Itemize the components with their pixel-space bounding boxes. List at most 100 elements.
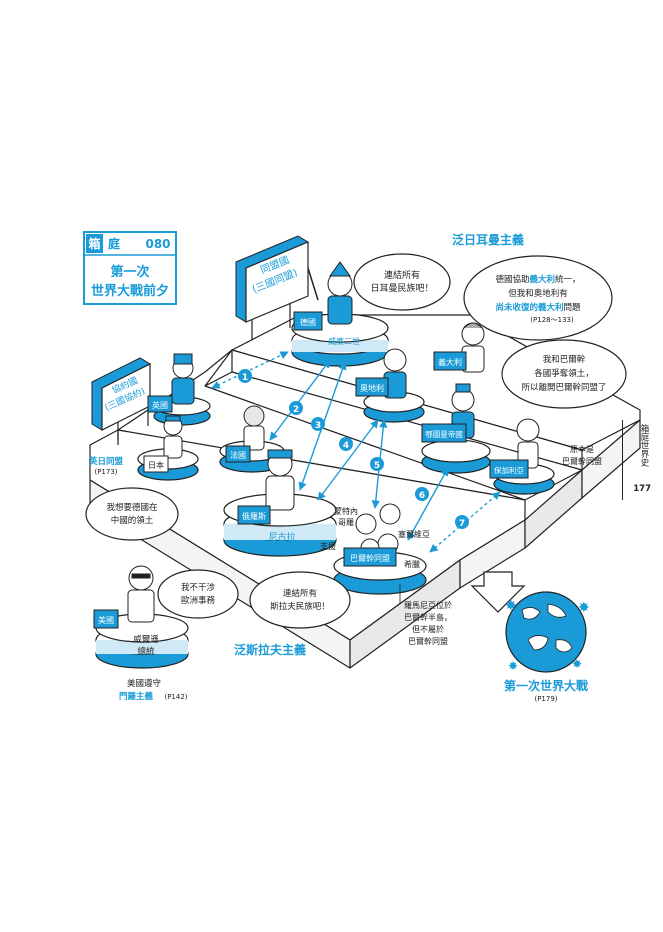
label-anglo-japanese-ref: (P173) xyxy=(94,468,117,476)
label-usa: 美國 xyxy=(98,615,114,625)
flag-usa: 美國 xyxy=(93,609,119,629)
note-monroe-2: 門羅主義 xyxy=(119,691,154,702)
bubble-italy: 德國協助義大利統一， 但我和奧地利有 尚未收復的義大利問題 (P128～133) xyxy=(463,255,613,341)
note-monroe-ref: (P142) xyxy=(164,693,187,701)
figure-nicholas xyxy=(265,449,295,511)
label-bulgaria: 保加利亞 xyxy=(494,465,524,475)
bubble-italy-1: 德國協助 xyxy=(495,274,529,285)
page-number: 177 xyxy=(633,484,651,494)
label-montenegro-1: 蒙特內 xyxy=(334,506,358,516)
note-romania-3: 但不屬於 xyxy=(412,624,444,634)
flag-ottoman: 鄂圖曼帝國 xyxy=(421,423,467,443)
label-anglo-japanese: 英日同盟 xyxy=(88,456,124,467)
pedestal-germany xyxy=(291,313,389,367)
label-montenegro-2: 哥羅 xyxy=(338,518,354,527)
relation-number-4: 4 xyxy=(343,441,349,451)
figure-japan xyxy=(163,415,183,459)
header-label-1: 箱 xyxy=(88,236,100,251)
side-title: 箱庭世界史 xyxy=(639,424,649,467)
label-nicholas-1: 尼古拉 xyxy=(268,531,295,543)
header-title-line2: 世界大戰前夕 xyxy=(91,283,169,299)
relation-number-2: 2 xyxy=(293,405,299,415)
label-france: 法國 xyxy=(230,450,246,460)
figure-britain xyxy=(171,353,195,405)
pedestal-ottoman xyxy=(421,439,491,474)
label-wilson-2: 總統 xyxy=(137,646,155,657)
label-serbia: 塞爾維亞 xyxy=(398,529,430,539)
globe: ✸ ✸ ✸ ✸ xyxy=(505,591,590,673)
label-ottoman: 鄂圖曼帝國 xyxy=(425,429,463,439)
bubble-pan-german-line2: 日耳曼民族吧！ xyxy=(370,282,433,294)
label-japan: 日本 xyxy=(148,460,164,470)
bubble-pan-german: 連結所有 日耳曼民族吧！ xyxy=(353,253,451,311)
svg-text:德國協助義大利統一，: 德國協助義大利統一， xyxy=(495,274,580,285)
bubble-usa-1: 我不干涉 xyxy=(181,582,216,593)
figure-wilhelm xyxy=(307,261,353,325)
relation-number-6: 6 xyxy=(419,491,425,501)
flag-japan: 日本 xyxy=(143,455,169,473)
bubble-bulgaria: 我和巴爾幹 各國爭奪領土， 所以離開巴爾幹同盟了 xyxy=(501,339,627,409)
relation-number-1: 1 xyxy=(242,373,248,383)
figure-austria xyxy=(383,348,407,399)
note-bulgaria-2: 巴爾幹同盟 xyxy=(562,456,602,466)
outcome-label: 第一次世界大戰 xyxy=(504,678,588,693)
figure-france xyxy=(243,405,265,451)
bubble-italy-ref: (P128～133) xyxy=(530,316,574,324)
label-germany: 德國 xyxy=(300,317,316,327)
bubble-italy-hl-1: 義大利 xyxy=(529,274,555,285)
note-romania-4: 巴爾幹同盟 xyxy=(408,636,448,646)
header-number: 080 xyxy=(145,237,170,251)
bubble-bulgaria-2: 各國爭奪領土， xyxy=(534,368,594,379)
label-balkan: 巴爾幹同盟 xyxy=(350,553,390,563)
flag-austria: 奧地利 xyxy=(355,377,389,397)
pedestal-usa xyxy=(95,613,189,669)
bubble-japan-1: 我想要德國在 xyxy=(106,502,157,513)
bubble-italy-hl-2: 尚未收復的義大利 xyxy=(495,302,563,313)
bubble-italy-2: 統一， xyxy=(555,274,581,285)
header-label-2: 庭 xyxy=(108,236,120,251)
label-austria: 奧地利 xyxy=(360,383,384,393)
note-bulgaria-1: 原本是 xyxy=(570,444,594,454)
bubble-italy-3: 但我和奧地利有 xyxy=(508,288,568,299)
explosion-star-4: ✸ xyxy=(572,657,582,671)
header-box: 箱 庭 080 第一次 世界大戰前夕 xyxy=(83,231,177,305)
relation-number-7: 7 xyxy=(459,519,465,529)
note-monroe-1: 美國遵守 xyxy=(127,678,161,689)
explosion-star-3: ✸ xyxy=(508,659,518,673)
figure-wilson xyxy=(127,565,155,623)
relation-number-badges: 1 2 3 4 5 6 7 xyxy=(238,369,469,529)
figure-italy xyxy=(461,322,485,373)
label-russia: 俄羅斯 xyxy=(242,511,266,521)
header-title-line1: 第一次 xyxy=(110,264,149,280)
flag-bulgaria: 保加利亞 xyxy=(489,459,529,479)
flag-italy: 義大利 xyxy=(433,351,467,371)
flag-germany: 德國 xyxy=(293,311,323,331)
label-pan-slav: 泛斯拉夫主義 xyxy=(234,642,306,657)
label-support: 支援 xyxy=(320,541,336,551)
bubble-pan-slav: 連結所有 斯拉夫民族吧！ xyxy=(249,571,351,629)
label-wilhelm: 威廉二世 xyxy=(328,336,360,346)
bubble-pan-slav-1: 連結所有 xyxy=(283,588,317,599)
relation-number-3: 3 xyxy=(315,421,321,431)
bubble-japan: 我想要德國在 中國的領土 xyxy=(85,487,179,541)
label-pan-german: 泛日耳曼主義 xyxy=(452,232,524,247)
label-greece: 希臘 xyxy=(404,559,420,569)
flag-britain: 英國 xyxy=(147,395,173,413)
relation-number-5: 5 xyxy=(374,461,380,471)
bubble-usa-2: 歐洲事務 xyxy=(181,595,216,606)
outcome-arrow xyxy=(470,571,526,613)
side-tab xyxy=(622,420,663,500)
label-britain: 英國 xyxy=(152,400,168,410)
flag-balkan: 巴爾幹同盟 xyxy=(343,547,397,567)
explosion-star-1: ✸ xyxy=(505,598,517,614)
label-nicholas-2: 二世 xyxy=(273,543,291,555)
svg-text:尚未收復的義大利問題: 尚未收復的義大利問題 xyxy=(495,302,581,313)
note-romania-1: 羅馬尼亞位於 xyxy=(404,600,452,610)
bubble-pan-german-line1: 連結所有 xyxy=(384,269,420,281)
outcome-ref: (P179) xyxy=(534,695,557,703)
central-powers-sign: 同盟國 (三國同盟) xyxy=(235,235,310,340)
bubble-bulgaria-1: 我和巴爾幹 xyxy=(543,354,586,365)
entente-sign: 協約國 (三國協約) xyxy=(91,357,152,440)
label-wilson-1: 威爾遜 xyxy=(133,634,159,645)
flag-russia: 俄羅斯 xyxy=(237,505,271,525)
